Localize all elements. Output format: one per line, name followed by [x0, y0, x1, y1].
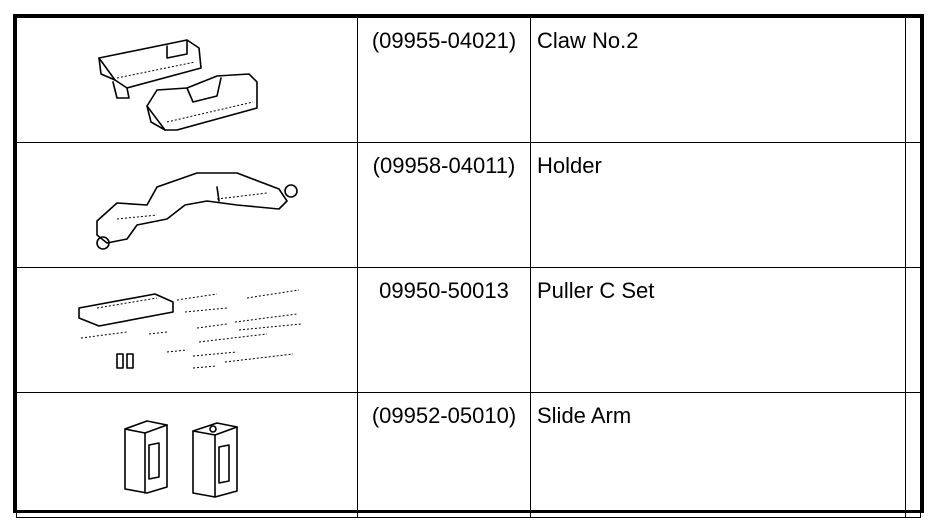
- table-row: (09958-04011) Holder: [16, 142, 921, 268]
- table-row: (09955-04021) Claw No.2: [16, 17, 921, 143]
- tool-table-grid: (09955-04021) Claw No.2 (09958-04011) Ho…: [16, 17, 921, 518]
- blank-cell: [905, 142, 921, 268]
- tool-name-cell: Slide Arm: [530, 392, 906, 518]
- part-number: (09952-05010): [371, 403, 517, 428]
- part-number-cell: (09958-04011): [357, 142, 531, 268]
- tool-name: Claw No.2: [537, 28, 639, 53]
- puller-set-illustration: [78, 289, 302, 369]
- table-row: (09952-05010) Slide Arm: [16, 392, 921, 518]
- holder-illustration: [96, 172, 298, 250]
- claw-illustration: [98, 39, 258, 131]
- part-number: (09955-04021): [371, 28, 517, 53]
- blank-cell: [905, 17, 921, 143]
- part-number: 09950-50013: [379, 278, 509, 303]
- tool-name: Slide Arm: [537, 403, 632, 428]
- tool-image-cell: [16, 392, 358, 518]
- part-number: (09958-04011): [372, 153, 516, 178]
- tool-name: Puller C Set: [537, 278, 655, 303]
- part-number-cell: (09955-04021): [357, 17, 531, 143]
- tool-name-cell: Holder: [530, 142, 906, 268]
- tool-image-cell: [16, 142, 358, 268]
- tool-name-cell: Puller C Set: [530, 267, 906, 393]
- table-row: 09950-50013 Puller C Set: [16, 267, 921, 393]
- tool-name: Holder: [537, 153, 602, 178]
- tool-table: (09955-04021) Claw No.2 (09958-04011) Ho…: [13, 14, 924, 518]
- part-number-cell: 09950-50013: [357, 267, 531, 393]
- blank-cell: [905, 392, 921, 518]
- tool-image-cell: [16, 17, 358, 143]
- slide-arm-illustration: [124, 420, 238, 498]
- blank-cell: [905, 267, 921, 393]
- tool-image-cell: [16, 267, 358, 393]
- part-number-cell: (09952-05010): [357, 392, 531, 518]
- tool-name-cell: Claw No.2: [530, 17, 906, 143]
